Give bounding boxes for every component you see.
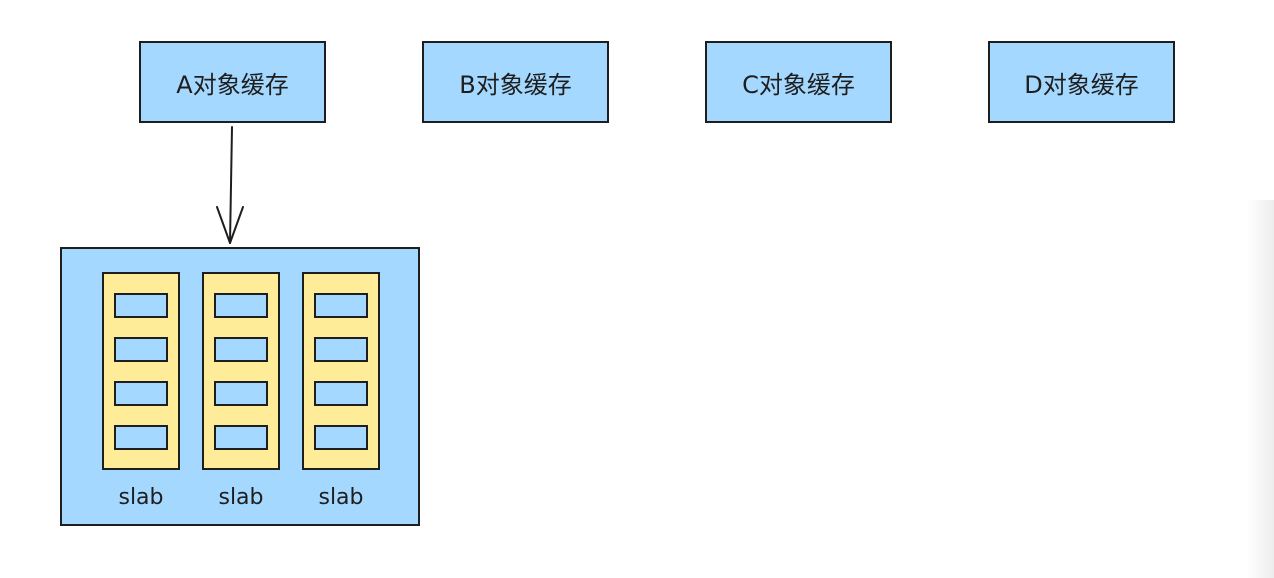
object-slot	[214, 293, 268, 318]
cache-box-a[interactable]: A对象缓存	[139, 41, 326, 123]
object-slot	[114, 381, 168, 406]
scroll-edge-shadow	[1246, 200, 1274, 578]
object-slot	[214, 337, 268, 362]
slab-column[interactable]	[102, 272, 180, 470]
object-slot	[314, 337, 368, 362]
slab-column[interactable]	[202, 272, 280, 470]
cache-label-b: B对象缓存	[459, 70, 572, 99]
cache-label-c: C对象缓存	[742, 70, 855, 99]
cache-box-b[interactable]: B对象缓存	[422, 41, 609, 123]
object-slot	[114, 425, 168, 450]
slab-label: slab	[118, 485, 164, 510]
arrow-line	[229, 126, 233, 244]
object-slot	[314, 425, 368, 450]
slab-container[interactable]: slab slab slab	[60, 247, 420, 526]
object-slot	[314, 293, 368, 318]
object-slot	[214, 381, 268, 406]
object-slot	[214, 425, 268, 450]
object-slot	[314, 381, 368, 406]
cache-label-d: D对象缓存	[1024, 70, 1139, 99]
object-slot	[114, 337, 168, 362]
cache-label-a: A对象缓存	[176, 70, 289, 99]
arrow-head	[216, 206, 244, 244]
cache-box-d[interactable]: D对象缓存	[988, 41, 1175, 123]
cache-box-c[interactable]: C对象缓存	[705, 41, 892, 123]
slab-label: slab	[218, 485, 264, 510]
slab-column[interactable]	[302, 272, 380, 470]
object-slot	[114, 293, 168, 318]
slab-label: slab	[318, 485, 364, 510]
